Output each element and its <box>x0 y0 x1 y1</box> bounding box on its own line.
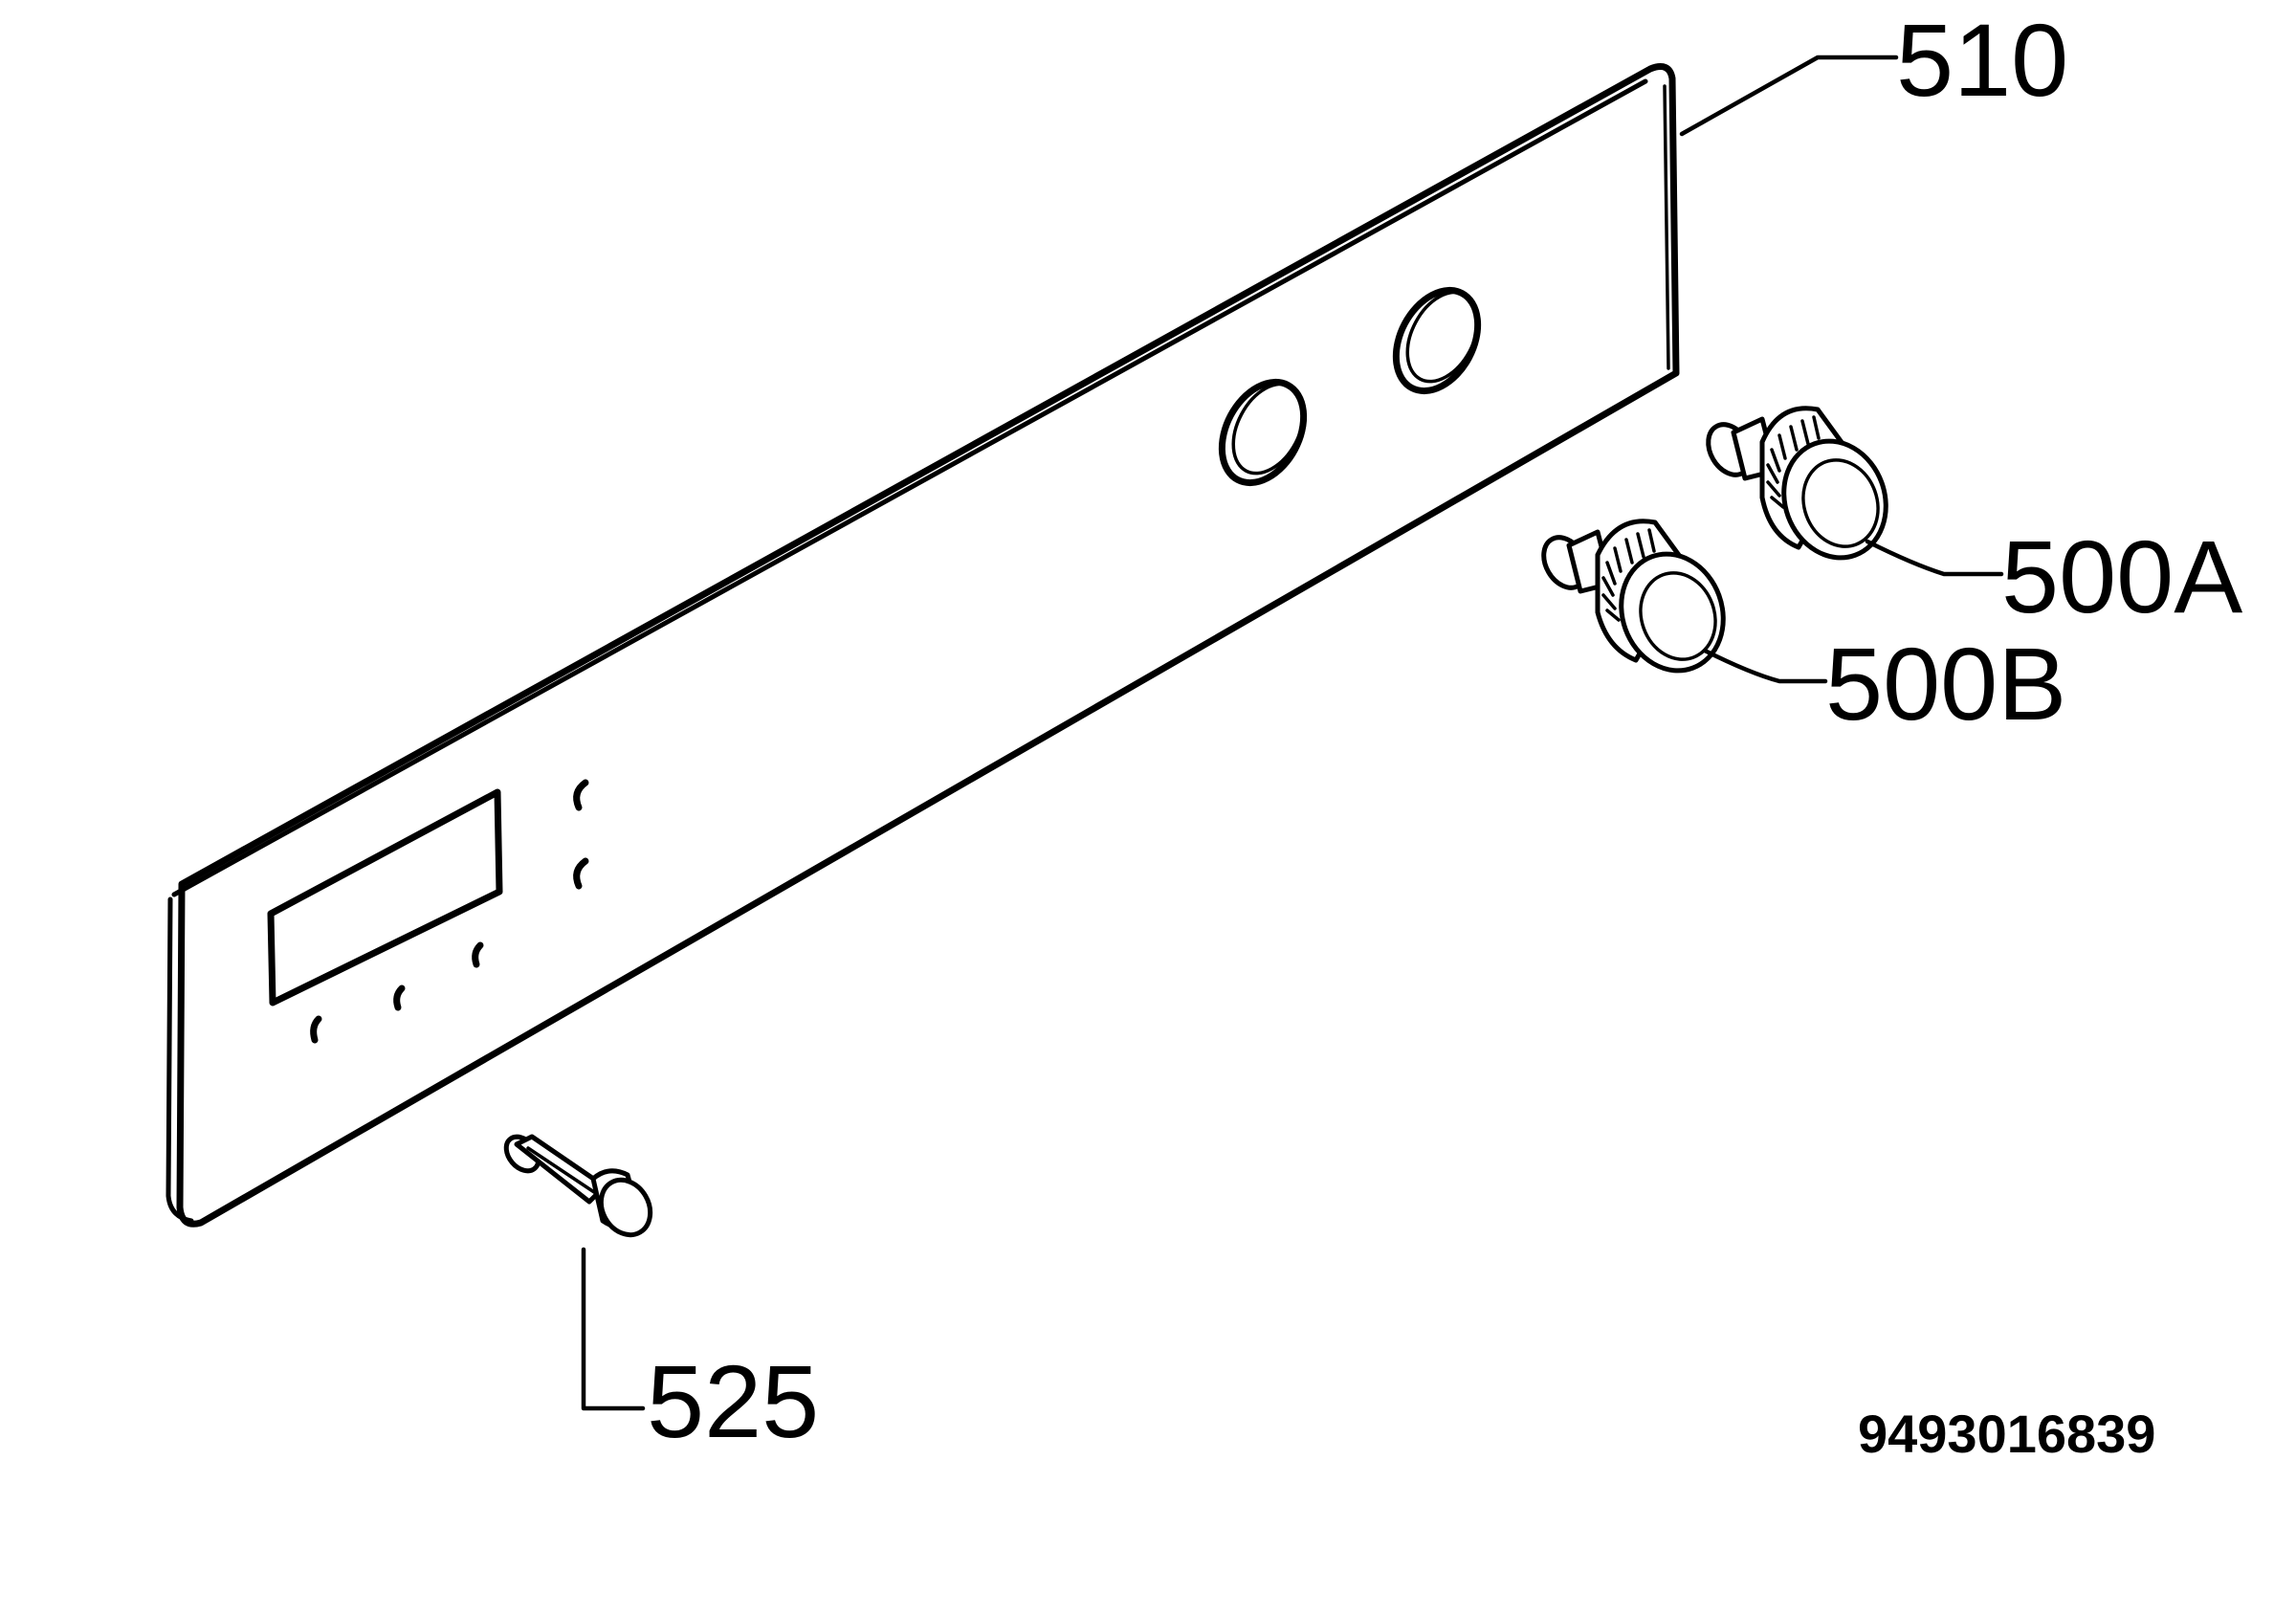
knob-500b <box>1541 519 1726 674</box>
leader-500a <box>1865 539 2004 577</box>
knurl-lines <box>1766 415 1821 509</box>
button-mark-5 <box>573 857 589 890</box>
panel-top-edge <box>171 78 1648 897</box>
drawing-number: 9493016839 <box>1858 1404 2155 1464</box>
spindle-525 <box>503 1134 653 1238</box>
button-mark-1 <box>310 1015 322 1044</box>
label-510: 510 <box>1896 2 2068 118</box>
leader-525 <box>581 1247 646 1411</box>
label-500b: 500B <box>1825 626 2066 741</box>
button-mark-2 <box>393 984 406 1011</box>
leader-510 <box>1679 55 1899 137</box>
button-mark-3 <box>472 941 484 968</box>
knob-hole-left <box>1218 378 1308 487</box>
knob-hole-right <box>1392 286 1482 395</box>
panel-front-face <box>176 63 1680 1228</box>
label-525: 525 <box>647 1343 819 1459</box>
display-window <box>267 788 503 1007</box>
panel-left-edge <box>166 896 194 1224</box>
knob-500a <box>1706 406 1888 561</box>
control-panel <box>166 63 1680 1228</box>
leader-500b <box>1702 648 1828 684</box>
label-500a: 500A <box>2001 519 2242 634</box>
knurl-lines <box>1601 528 1656 622</box>
panel-right-edge <box>1663 84 1670 370</box>
button-mark-4 <box>573 779 589 811</box>
